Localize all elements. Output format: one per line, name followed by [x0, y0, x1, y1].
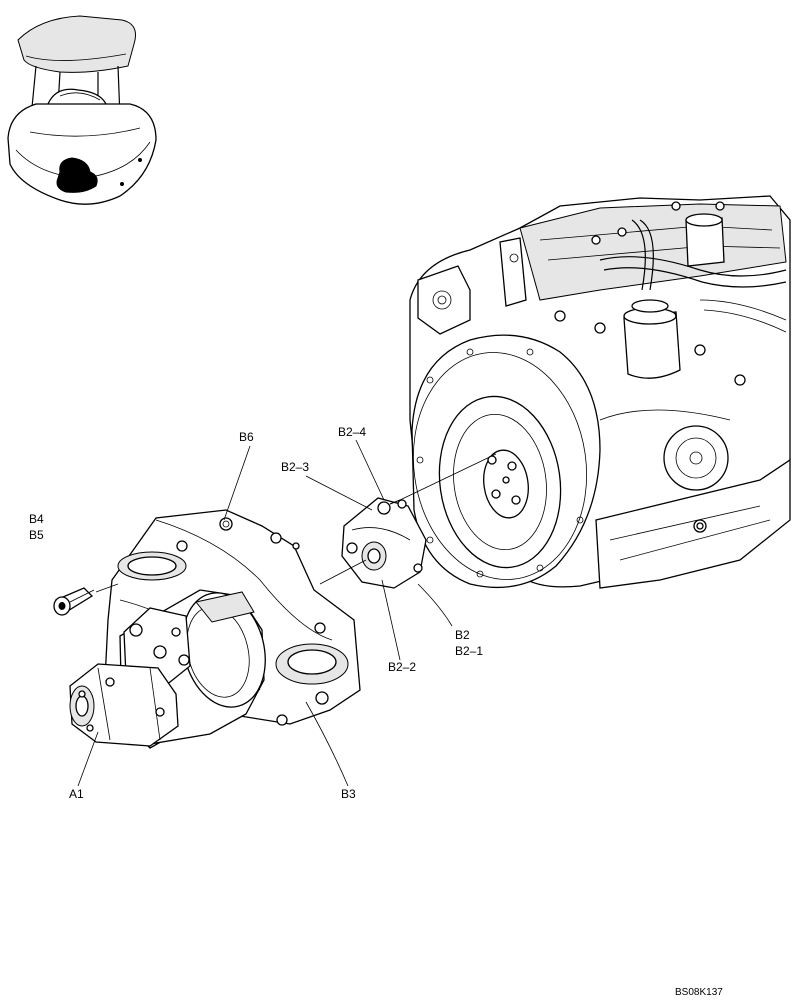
- callout-b6: B6: [239, 430, 254, 444]
- bolt-b4-b5: [53, 587, 95, 616]
- leader-b3: [305, 701, 349, 787]
- hydraulic-pump-a1: [69, 589, 266, 747]
- leader-lines: [77, 439, 453, 787]
- reference-code: BS08K137: [675, 987, 723, 998]
- callout-b5: B5: [29, 528, 44, 542]
- callout-b2-4: B2–4: [338, 425, 366, 439]
- callout-b2: B2: [455, 628, 470, 642]
- leader-b2-3: [305, 475, 373, 511]
- callout-b2-2: B2–2: [388, 660, 416, 674]
- assembly-axis-lines: [95, 453, 497, 593]
- callout-a1: A1: [69, 787, 84, 801]
- coupling-b2: [341, 497, 427, 589]
- leader-b6: [223, 445, 251, 521]
- callout-b2-3: B2–3: [281, 460, 309, 474]
- leader-a1: [77, 731, 99, 787]
- leader-b2: [417, 583, 453, 627]
- leader-b2-2: [381, 579, 401, 661]
- callout-b4: B4: [29, 512, 44, 526]
- callout-b3: B3: [341, 787, 356, 801]
- machine-locator-thumbnail: [7, 15, 157, 205]
- leader-b2-4: [355, 439, 385, 501]
- engine-assembly: [409, 195, 791, 589]
- callout-b2-1: B2–1: [455, 644, 483, 658]
